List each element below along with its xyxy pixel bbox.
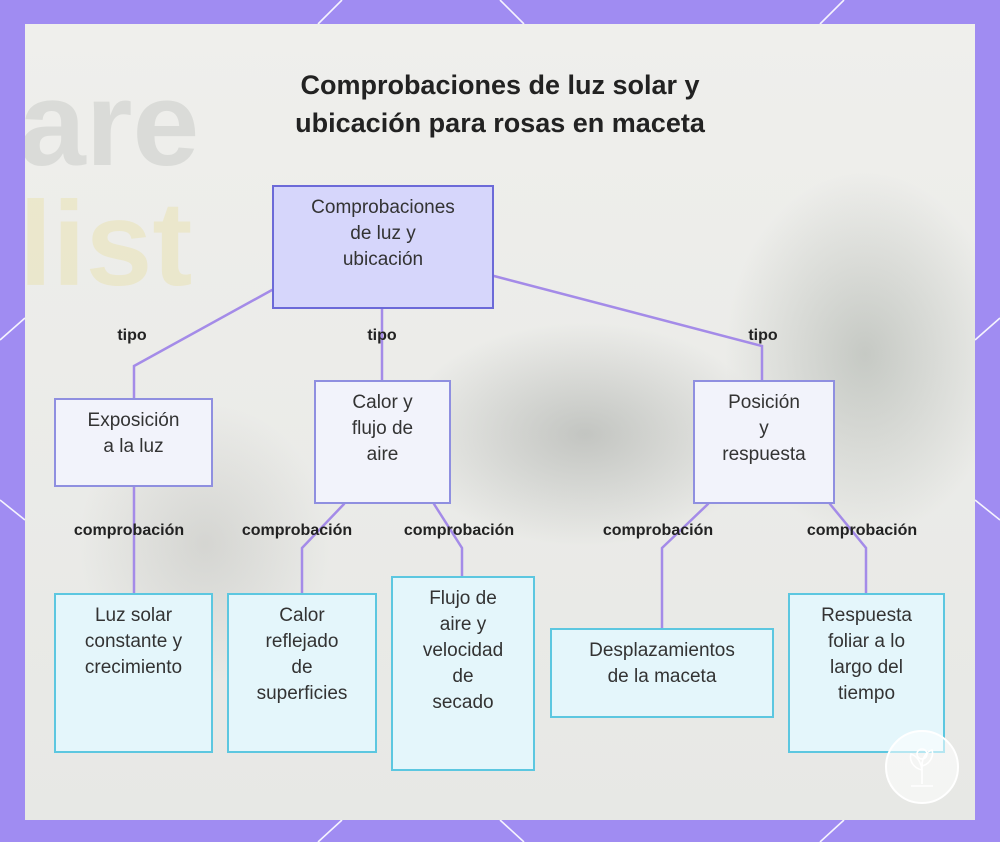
check-node-desplazamientos: Desplazamientos de la maceta <box>550 628 774 718</box>
node-text-line: constante y <box>85 629 182 655</box>
edge-label: tipo <box>748 326 777 346</box>
node-text-line: de la maceta <box>589 664 735 690</box>
seal-icon <box>883 728 961 806</box>
node-text-line: Exposición <box>88 408 180 434</box>
node-text-line: Respuesta <box>821 603 912 629</box>
edge-label: comprobación <box>242 521 352 541</box>
node-text-line: Comprobaciones <box>311 195 455 221</box>
node-text-line: secado <box>423 690 503 716</box>
node-text-line: Desplazamientos <box>589 638 735 664</box>
category-node-posicion: Posición y respuesta <box>693 380 835 504</box>
node-text-line: velocidad <box>423 638 503 664</box>
node-text-line: largo del <box>821 655 912 681</box>
node-text-line: flujo de <box>352 416 413 442</box>
node-text-line: superficies <box>257 681 348 707</box>
edge-root-exposicion <box>134 290 272 398</box>
node-text-line: Calor y <box>352 390 413 416</box>
node-text-line: y <box>722 416 805 442</box>
edge-root-posicion <box>494 276 762 380</box>
edge-label: comprobación <box>603 521 713 541</box>
node-text-line: respuesta <box>722 442 805 468</box>
node-text-line: de luz y <box>311 221 455 247</box>
node-text-line: Flujo de <box>423 586 503 612</box>
node-text-line: reflejado <box>257 629 348 655</box>
node-text-line: tiempo <box>821 681 912 707</box>
node-text-line: a la luz <box>88 434 180 460</box>
root-node: Comprobaciones de luz y ubicación <box>272 185 494 309</box>
category-node-exposicion: Exposición a la luz <box>54 398 213 487</box>
edge-calor-reflejado <box>302 504 344 593</box>
check-node-flujo-aire: Flujo de aire y velocidad de secado <box>391 576 535 771</box>
check-node-calor-reflejado: Calor reflejado de superficies <box>227 593 377 753</box>
node-text-line: de <box>257 655 348 681</box>
node-text-line: aire <box>352 442 413 468</box>
edge-label: comprobación <box>807 521 917 541</box>
edge-label: comprobación <box>404 521 514 541</box>
node-text-line: aire y <box>423 612 503 638</box>
check-node-luz-solar: Luz solar constante y crecimiento <box>54 593 213 753</box>
node-text-line: Posición <box>722 390 805 416</box>
node-text-line: ubicación <box>311 247 455 273</box>
node-text-line: crecimiento <box>85 655 182 681</box>
category-node-calor: Calor y flujo de aire <box>314 380 451 504</box>
node-text-line: Luz solar <box>85 603 182 629</box>
node-text-line: de <box>423 664 503 690</box>
edge-posicion-respuesta <box>830 504 866 593</box>
node-text-line: foliar a lo <box>821 629 912 655</box>
edge-label: tipo <box>117 326 146 346</box>
edge-label: tipo <box>367 326 396 346</box>
edge-label: comprobación <box>74 521 184 541</box>
node-text-line: Calor <box>257 603 348 629</box>
